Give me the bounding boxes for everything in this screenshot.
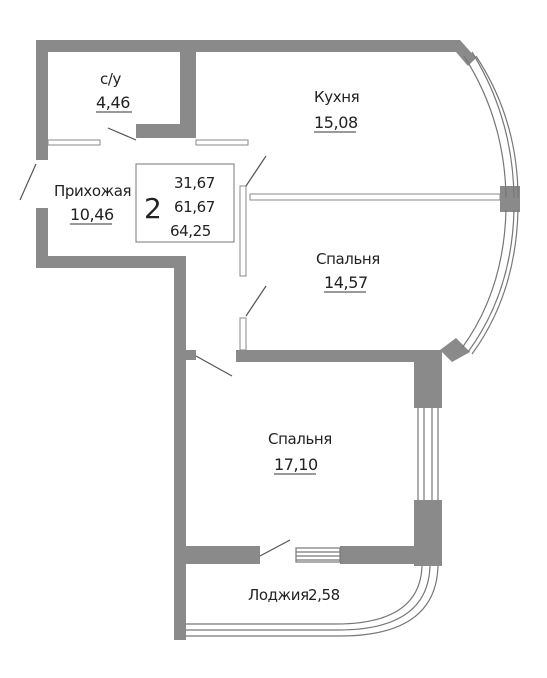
door-loggia [259,539,291,557]
wall-bedroom1-corner [440,338,470,362]
rooms-count: 2 [144,192,162,225]
door-bathroom [107,127,137,141]
wall-kitchen-bedroom1 [249,193,501,201]
wall-bedroom2-right-upper [414,350,442,408]
wall-left-upper [36,40,48,160]
wall-bedroom2-left [174,256,186,640]
wall-bedroom2-bottom-left [186,546,260,564]
bedroom2-name: Спальня [268,430,332,448]
wall-bedroom1-bottom [236,350,442,362]
living-area: 31,67 [174,174,215,192]
curved-window [461,51,519,355]
bathroom-name: с/у [100,70,122,88]
door-bedroom2 [195,355,233,377]
wall-left-lower [36,208,48,268]
wall-bedroom1-left-lower [239,317,247,351]
door-kitchen [245,155,267,187]
wall-thin-bathroom-left [47,139,101,146]
wall-hallway-bottom [36,256,186,268]
bedroom1-area: 14,57 [324,273,368,292]
door-bedroom1 [245,285,267,317]
kitchen-area: 15,08 [314,113,358,132]
bedroom2-area: 17,10 [274,455,318,474]
wall-window-pier [500,186,520,212]
wall-top [36,40,476,66]
hallway-area: 10,46 [70,205,114,224]
loggia-name: Лоджия [248,586,309,604]
loggia-railing [186,565,439,637]
loggia-area: 2,58 [308,586,340,604]
bedroom2-window [417,408,439,500]
wall-bathroom-bottom [136,124,196,138]
bedroom1-name: Спальня [316,250,380,268]
balcony-door [295,547,341,563]
exterior-walls [36,40,520,640]
bathroom-area: 4,46 [96,93,130,112]
kitchen-name: Кухня [314,88,359,106]
wall-bathroom-shaft [180,52,196,124]
total-area: 61,67 [174,198,215,216]
interior-walls [47,52,501,360]
wall-bedroom1-left-upper [239,185,247,277]
doors [19,127,291,557]
total-with-loggia: 64,25 [170,222,211,240]
wall-bedroom2-bottom-right [340,546,420,564]
hallway-name: Прихожая [54,182,131,200]
wall-door-jamb [186,350,196,360]
room-labels: с/у 4,46 Прихожая 10,46 Кухня 15,08 Спал… [54,70,380,604]
wall-thin-bathroom-right [195,139,249,146]
door-entrance [19,163,37,201]
summary-box: 2 31,67 61,67 64,25 [135,163,235,243]
